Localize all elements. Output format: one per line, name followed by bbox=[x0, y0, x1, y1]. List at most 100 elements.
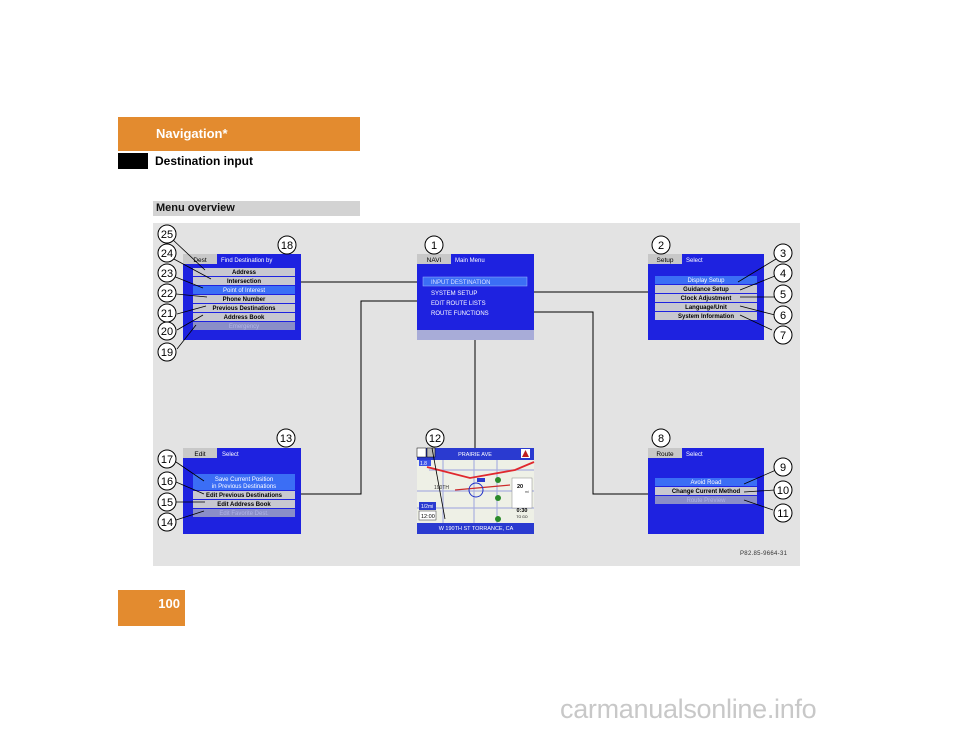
setup-item: System Information bbox=[678, 314, 734, 320]
figure-code: P82.85-9664-31 bbox=[740, 551, 788, 557]
svg-text:10: 10 bbox=[777, 485, 789, 497]
svg-text:2: 2 bbox=[658, 240, 664, 252]
map-street-bottom: W 190TH ST TORRANCE, CA bbox=[439, 526, 514, 532]
callout-9: 9 bbox=[773, 457, 793, 477]
svg-text:22: 22 bbox=[161, 288, 173, 300]
callout-2: 2 bbox=[651, 235, 671, 255]
svg-text:4: 4 bbox=[780, 268, 786, 280]
callout-11: 11 bbox=[773, 503, 793, 523]
navi-item-selected: INPUT DESTINATION bbox=[431, 280, 490, 286]
menu-overview-label: Menu overview bbox=[156, 202, 235, 214]
route-item-disabled: Route Preview bbox=[686, 498, 726, 504]
svg-text:11: 11 bbox=[777, 508, 788, 520]
map-street-top: PRAIRIE AVE bbox=[458, 452, 492, 458]
map-screen: PRAIRIE AVE 1.8 190TH 20 mi 1/2mi 12:00 … bbox=[416, 447, 535, 534]
map-eta-time: 0:30 bbox=[516, 508, 527, 514]
menu-overview-bar bbox=[153, 201, 360, 216]
route-item-selected: Avoid Road bbox=[691, 480, 722, 486]
svg-text:12: 12 bbox=[429, 433, 441, 445]
svg-text:21: 21 bbox=[161, 308, 173, 320]
watermark: carmanualsonline.info bbox=[560, 694, 817, 724]
setup-screen: Setup Select Display Setup Guidance Setu… bbox=[648, 254, 764, 340]
callout-20: 20 bbox=[157, 321, 177, 341]
subsection-marker bbox=[118, 153, 148, 169]
svg-text:18: 18 bbox=[281, 240, 293, 252]
route-item: Change Current Method bbox=[672, 489, 741, 495]
edit-item-disabled: Edit Favorite Dest. bbox=[219, 511, 269, 517]
setup-item: Guidance Setup bbox=[683, 287, 729, 293]
callout-19: 19 bbox=[157, 342, 177, 362]
navi-item: ROUTE FUNCTIONS bbox=[431, 311, 489, 317]
navi-item: EDIT ROUTE LISTS bbox=[431, 301, 486, 307]
dest-item: Phone Number bbox=[223, 297, 266, 303]
map-time: 12:00 bbox=[421, 514, 435, 520]
edit-title: Select bbox=[222, 452, 239, 458]
dest-tab bbox=[183, 254, 217, 264]
edit-item-selected: Save Current Position bbox=[215, 477, 273, 483]
page-number-box bbox=[118, 590, 185, 626]
callout-13: 13 bbox=[276, 428, 296, 448]
callout-1: 1 bbox=[424, 235, 444, 255]
svg-text:16: 16 bbox=[161, 476, 173, 488]
svg-text:25: 25 bbox=[161, 229, 173, 241]
callout-6: 6 bbox=[773, 305, 793, 325]
svg-text:6: 6 bbox=[780, 310, 786, 322]
callout-leaders bbox=[171, 238, 777, 521]
dest-item-selected: Point of Interest bbox=[223, 288, 265, 294]
navi-item: SYSTEM SETUP bbox=[431, 291, 477, 297]
callout-23: 23 bbox=[157, 263, 177, 283]
svg-text:19: 19 bbox=[161, 347, 173, 359]
svg-text:3: 3 bbox=[780, 248, 786, 260]
dest-item: Previous Destinations bbox=[212, 306, 276, 312]
edit-item: Edit Address Book bbox=[217, 502, 271, 508]
dest-screen: Dest Find Destination by Address Interse… bbox=[183, 254, 301, 340]
setup-item: Language/Unit bbox=[685, 305, 727, 311]
callout-24: 24 bbox=[157, 243, 177, 263]
navi-tab-label: NAVI bbox=[427, 257, 442, 264]
route-tab-label: Route bbox=[656, 451, 674, 458]
map-street-left: 190TH bbox=[434, 485, 449, 491]
map-distance: 1.8 bbox=[420, 461, 427, 467]
callout-10: 10 bbox=[773, 480, 793, 500]
callout-22: 22 bbox=[157, 283, 177, 303]
map-scale-top: 20 bbox=[517, 484, 523, 490]
navi-screen: NAVI Main Menu INPUT DESTINATION SYSTEM … bbox=[417, 254, 534, 340]
setup-item: Clock Adjustment bbox=[681, 296, 732, 302]
svg-text:24: 24 bbox=[161, 248, 173, 260]
svg-text:1: 1 bbox=[431, 240, 437, 252]
edit-screen: Edit Select Save Current Position in Pre… bbox=[183, 448, 301, 534]
dest-title: Find Destination by bbox=[221, 258, 272, 264]
dest-item: Address Book bbox=[224, 315, 265, 321]
svg-text:14: 14 bbox=[161, 517, 173, 529]
setup-item-selected: Display Setup bbox=[687, 278, 725, 284]
connector-lines bbox=[301, 281, 648, 495]
callout-25: 25 bbox=[157, 224, 177, 244]
page-number: 100 bbox=[158, 596, 180, 611]
dest-item: Intersection bbox=[227, 279, 261, 285]
edit-tab-label: Edit bbox=[194, 451, 205, 458]
setup-tab-label: Setup bbox=[657, 257, 674, 264]
svg-text:13: 13 bbox=[280, 433, 292, 445]
callout-3: 3 bbox=[773, 243, 793, 263]
map-eta-label: TO GO bbox=[516, 515, 527, 519]
callout-15: 15 bbox=[157, 492, 177, 512]
callout-4: 4 bbox=[773, 263, 793, 283]
svg-text:7: 7 bbox=[780, 330, 786, 342]
route-title: Select bbox=[686, 452, 703, 458]
map-scale-unit: mi bbox=[525, 490, 529, 494]
callout-17: 17 bbox=[157, 449, 177, 469]
svg-text:5: 5 bbox=[780, 289, 786, 301]
callout-18: 18 bbox=[277, 235, 297, 255]
svg-text:17: 17 bbox=[161, 454, 173, 466]
dest-tab-label: Dest bbox=[193, 257, 207, 264]
callout-16: 16 bbox=[157, 471, 177, 491]
svg-text:9: 9 bbox=[780, 462, 786, 474]
callout-7: 7 bbox=[773, 325, 793, 345]
callout-8: 8 bbox=[651, 428, 671, 448]
callout-14: 14 bbox=[157, 512, 177, 532]
callout-12: 12 bbox=[425, 428, 445, 448]
navi-title: Main Menu bbox=[455, 258, 485, 264]
svg-text:8: 8 bbox=[658, 433, 664, 445]
edit-item-selected-line2: in Previous Destinations bbox=[212, 484, 276, 490]
dest-item-disabled: Emergency bbox=[229, 324, 259, 330]
